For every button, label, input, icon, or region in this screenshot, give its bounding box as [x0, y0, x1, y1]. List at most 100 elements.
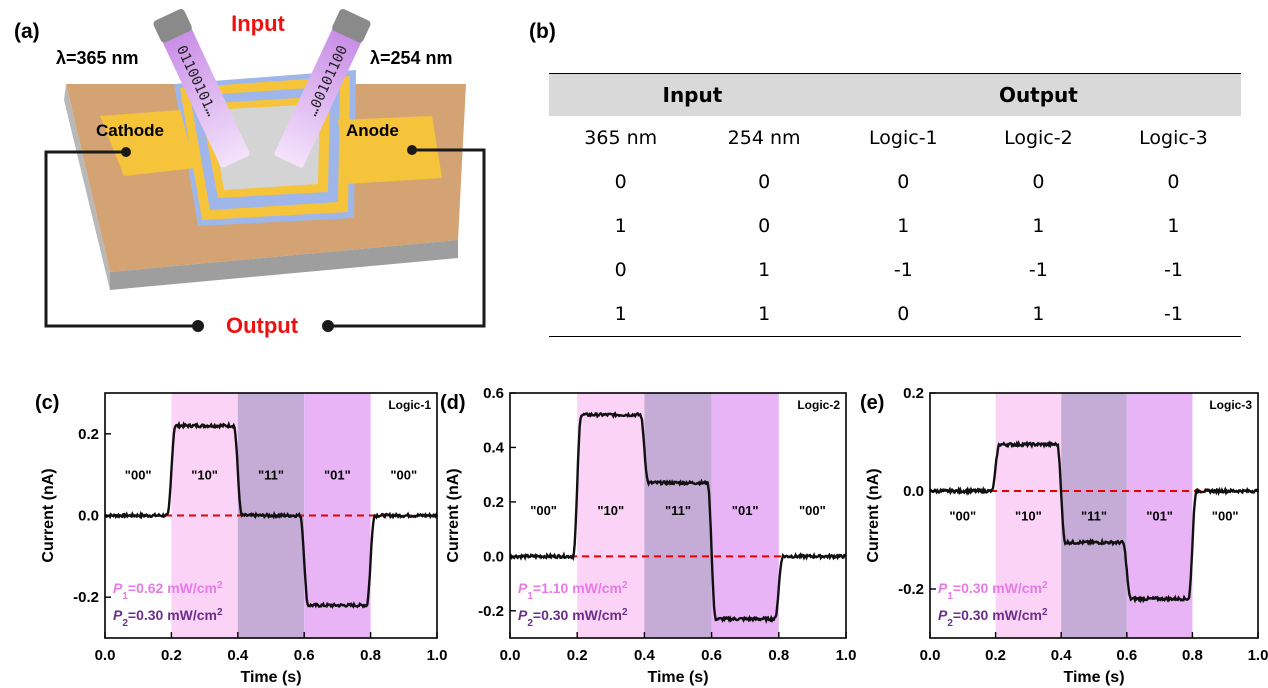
x-tick-label: 0.6: [1116, 647, 1137, 664]
uv-beam-365: 01100101…: [153, 9, 250, 168]
table-cell: -1: [1028, 259, 1048, 281]
column-header: 254 nm: [727, 127, 801, 149]
table-cell: -1: [893, 259, 913, 281]
state-label: "01": [324, 468, 351, 483]
table-cell: 0: [897, 171, 910, 193]
y-tick-label: -0.2: [73, 589, 99, 606]
lamp-cap-right: [332, 9, 371, 43]
output-terminal-left: [192, 320, 204, 332]
output-terminal-right: [322, 320, 334, 332]
panel-label: (e): [860, 392, 884, 414]
shaded-region: [644, 393, 712, 638]
x-tick-label: 0.2: [567, 647, 588, 664]
x-tick-label: 1.0: [836, 647, 857, 664]
state-label: "00": [530, 503, 557, 518]
x-tick-label: 0.0: [95, 647, 116, 664]
current-trace-series: [104, 420, 439, 609]
output-title: Output: [226, 313, 299, 338]
group-header-output: Output: [835, 73, 1241, 116]
power-annotation-p1: P1=0.30 mW/cm2: [938, 580, 1048, 602]
table-cell: 0: [614, 171, 627, 193]
column-header: Logic-2: [1004, 127, 1073, 149]
state-label: "11": [258, 468, 284, 483]
x-tick-label: 0.6: [701, 647, 722, 664]
column-header: Logic-3: [1139, 127, 1208, 149]
table-cell: 0: [1032, 171, 1045, 193]
power-annotation-p2: P2=0.30 mW/cm2: [938, 607, 1048, 629]
x-tick-label: 0.6: [294, 647, 315, 664]
x-tick-label: 0.8: [360, 647, 381, 664]
x-tick-label: 0.8: [768, 647, 789, 664]
y-axis-label: Current (nA): [40, 468, 57, 562]
y-tick-label: 0.6: [483, 385, 504, 402]
power-annotation-p1: P1=1.10 mW/cm2: [518, 580, 628, 602]
current-trace-series: [509, 411, 847, 625]
table-cell: 0: [614, 259, 627, 281]
truth-table-group-row: Input Output: [549, 73, 1241, 116]
table-cell: 1: [1167, 215, 1180, 237]
power-annotation-p2: P2=0.30 mW/cm2: [518, 607, 628, 629]
y-tick-label: 0.2: [78, 426, 99, 443]
panel-label-b: (b): [529, 20, 556, 43]
logic-label: Logic-3: [1209, 398, 1252, 412]
y-tick-label: -0.2: [478, 603, 504, 620]
y-tick-label: 0.0: [483, 548, 504, 565]
y-tick-label: 0.0: [903, 483, 924, 500]
y-tick-label: 0.2: [483, 494, 504, 511]
wire-right: [330, 148, 486, 328]
x-axis-label: Time (s): [240, 669, 301, 686]
logic-label: Logic-1: [388, 398, 431, 412]
device-schematic: 01100101… …00101100 Input λ=365 nm λ=254…: [44, 9, 486, 338]
x-tick-label: 0.2: [985, 647, 1006, 664]
table-row: 0 0 0 0 0: [549, 160, 1241, 204]
table-cell: 0: [1167, 171, 1180, 193]
x-tick-label: 1.0: [1248, 647, 1268, 664]
x-tick-label: 1.0: [427, 647, 448, 664]
state-label: "10": [1015, 509, 1042, 524]
table-row: 0 1 -1 -1 -1: [549, 248, 1241, 292]
current-trace-series: [929, 439, 1260, 604]
shaded-region: [577, 393, 645, 638]
panel-label-a: (a): [14, 20, 40, 43]
state-label: "11": [665, 503, 691, 518]
column-header: 365 nm: [584, 127, 658, 149]
substrate-side-left: [64, 84, 110, 290]
shaded-region: [711, 393, 779, 638]
y-tick-label: 0.2: [903, 385, 924, 402]
table-cell: 0: [758, 171, 771, 193]
table-cell: 1: [692, 292, 836, 337]
panel-label: (d): [440, 392, 466, 414]
table-cell: 1: [549, 292, 693, 337]
panel-label: (c): [35, 392, 59, 414]
group-header-input: Input: [549, 73, 836, 116]
wire-left: [44, 150, 196, 328]
substrate-side-front: [110, 240, 458, 290]
x-axis-label: Time (s): [1063, 669, 1124, 686]
shaded-region: [995, 393, 1062, 638]
power-annotation-p1: P1=0.62 mW/cm2: [113, 580, 223, 602]
y-axis-label: Current (nA): [445, 468, 462, 562]
plot-frame: [509, 392, 847, 639]
shaded-region: [1061, 393, 1127, 638]
state-label: "00": [799, 503, 826, 518]
state-label: "10": [191, 468, 218, 483]
power-annotation-p2: P2=0.30 mW/cm2: [113, 607, 223, 629]
column-header: Logic-1: [869, 127, 938, 149]
state-label: "01": [1146, 509, 1173, 524]
table-row: 1 1 0 1 -1: [549, 292, 1241, 337]
x-tick-label: 0.0: [920, 647, 941, 664]
cathode-pad: [100, 110, 196, 176]
y-tick-label: -0.2: [898, 581, 924, 598]
table-cell: 1: [758, 259, 771, 281]
x-axis-label: Time (s): [647, 669, 708, 686]
state-label: "00": [390, 468, 417, 483]
state-label: "10": [597, 503, 624, 518]
table-cell: 1: [897, 215, 910, 237]
state-label: "00": [1212, 509, 1239, 524]
table-cell: 0: [758, 215, 771, 237]
anode-label: Anode: [346, 121, 399, 140]
cathode-contact: [121, 147, 131, 157]
